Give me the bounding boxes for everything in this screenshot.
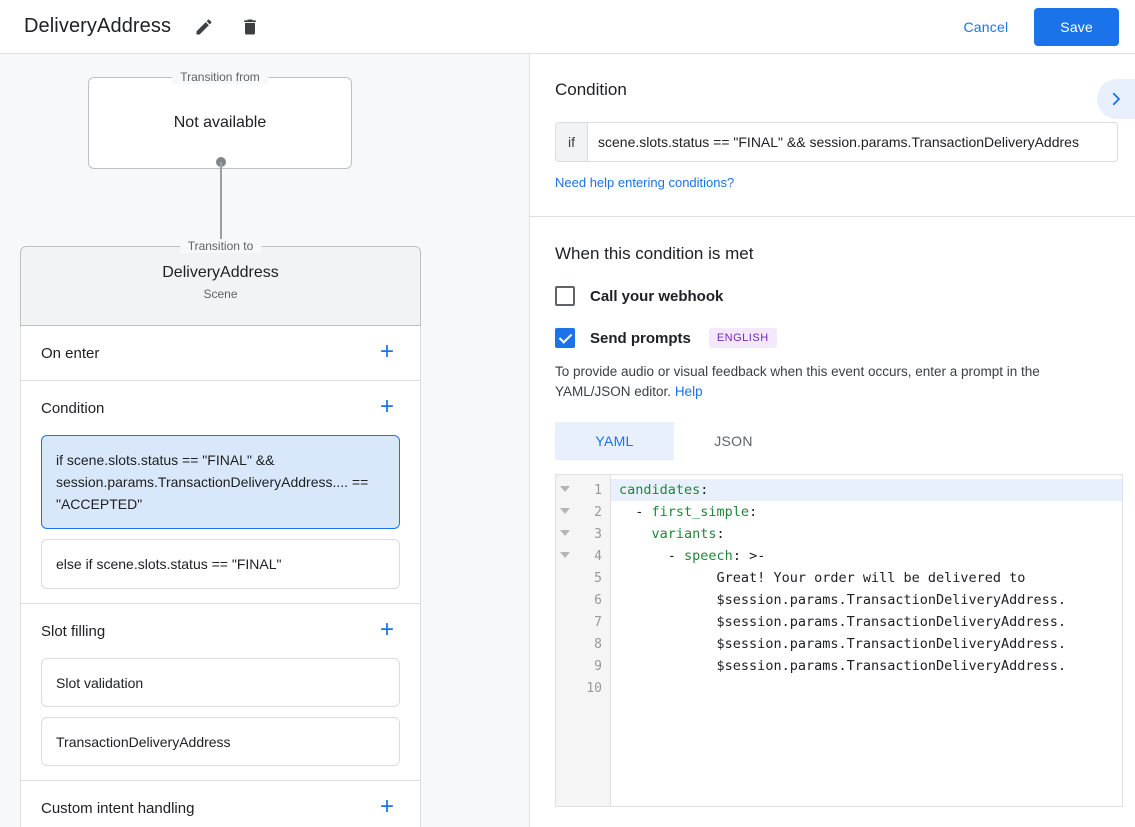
editor-code-line: candidates: [611,479,1122,501]
section-slot-filling: Slot filling + Slot validation Transacti… [21,604,420,781]
section-header-condition: Condition + [41,381,400,435]
page-title: DeliveryAddress [24,15,172,37]
section-header-slot-filling: Slot filling + [41,604,400,658]
section-title-on-enter: On enter [41,344,100,362]
editor-line-number: 10 [586,680,602,696]
scene-sections: On enter + Condition + if scene.slots.st… [20,326,421,827]
condition-help-link[interactable]: Need help entering conditions? [555,175,735,190]
editor-code-area[interactable]: candidates: - first_simple: variants: - … [611,475,1122,806]
editor-code-line: $session.params.TransactionDeliveryAddre… [716,658,1067,674]
editor-code-line [611,677,1122,699]
call-webhook-label: Call your webhook [590,287,724,305]
editor-line-number: 4 [556,545,610,567]
transition-from-value: Not available [173,114,267,131]
condition-section: Condition if Need help entering conditio… [530,54,1135,217]
transition-from-box: Transition from Not available [88,70,352,169]
send-prompts-label: Send prompts [590,329,691,347]
fold-arrow-icon[interactable] [560,530,570,536]
when-met-heading: When this condition is met [555,244,754,263]
editor-line-number: 1 [556,479,610,501]
save-button[interactable]: Save [1034,7,1119,46]
call-webhook-checkbox[interactable] [555,286,575,306]
fold-arrow-icon[interactable] [560,508,570,514]
editor-line-number: 3 [556,523,610,545]
editor-line-number: 7 [594,614,602,630]
section-title-custom-intent-handling: Custom intent handling [41,799,195,817]
trash-icon[interactable] [233,10,267,44]
add-on-enter-button[interactable]: + [379,337,394,365]
section-title-slot-filling: Slot filling [41,622,106,640]
slot-card-slot-validation[interactable]: Slot validation [41,658,400,707]
editor-helper-text: To provide audio or visual feedback when… [555,362,1118,402]
send-prompts-row: Send prompts ENGLISH [555,328,1117,348]
language-badge: ENGLISH [708,328,777,348]
condition-detail-panel: Condition if Need help entering conditio… [530,54,1135,827]
fold-arrow-icon[interactable] [560,552,570,558]
section-on-enter: On enter + [21,326,420,381]
section-custom-intent-handling: Custom intent handling + [21,781,420,827]
section-header-on-enter: On enter + [41,326,400,380]
section-header-custom-intent-handling: Custom intent handling + [41,781,400,827]
add-custom-intent-handling-button[interactable]: + [379,792,394,820]
transition-to-scene-name: DeliveryAddress [162,264,279,281]
when-condition-met-section: When this condition is met Call your web… [530,217,1135,807]
editor-line-number: 2 [556,501,610,523]
transition-to-scene-type: Scene [203,287,238,301]
cancel-button[interactable]: Cancel [950,10,1023,44]
editor-line-number: 9 [594,658,602,674]
section-title-condition: Condition [41,399,105,417]
tab-json[interactable]: JSON [714,433,753,449]
editor-code-line: $session.params.TransactionDeliveryAddre… [716,636,1067,652]
add-condition-button[interactable]: + [379,392,394,420]
tab-yaml[interactable]: YAML [555,422,674,460]
editor-format-tabs: YAML JSON [555,422,1118,460]
chevron-right-icon[interactable] [1097,79,1135,119]
content-area: Transition from Not available Transition… [0,54,1135,827]
condition-input-row: if [555,122,1118,162]
section-condition: Condition + if scene.slots.status == "FI… [21,381,420,604]
editor-line-number: 6 [594,592,602,608]
add-slot-filling-button[interactable]: + [379,615,394,643]
send-prompts-checkbox[interactable] [555,328,575,348]
editor-line-number: 5 [594,570,602,586]
editor-code-line: $session.params.TransactionDeliveryAddre… [716,592,1067,608]
fold-arrow-icon[interactable] [560,486,570,492]
transition-from-legend: Transition from [172,70,268,84]
transition-to-box: Transition to DeliveryAddress Scene [20,239,421,326]
editor-helper-sentence: To provide audio or visual feedback when… [555,364,1040,399]
webhook-row: Call your webhook [555,286,1117,306]
slot-filling-list: Slot validation TransactionDeliveryAddre… [41,658,400,780]
condition-card-else-if[interactable]: else if scene.slots.status == "FINAL" [41,539,400,589]
editor-code-line: variants: [651,526,725,542]
editor-code-line: - speech: >- [667,548,766,564]
condition-card-selected[interactable]: if scene.slots.status == "FINAL" && sess… [41,435,400,529]
if-label: if [556,123,588,161]
editor-code-line: - first_simple: [635,504,758,520]
editor-code-line: Great! Your order will be delivered to [716,570,1026,586]
condition-heading: Condition [555,80,627,99]
condition-list: if scene.slots.status == "FINAL" && sess… [41,435,400,603]
condition-input[interactable] [588,123,1117,161]
connector-line [220,162,222,262]
editor-code-line: $session.params.TransactionDeliveryAddre… [716,614,1067,630]
editor-line-number: 8 [594,636,602,652]
top-app-bar: DeliveryAddress Cancel Save [0,0,1135,54]
scene-graph-panel: Transition from Not available Transition… [0,54,530,827]
transition-to-legend: Transition to [179,239,262,253]
editor-help-link[interactable]: Help [674,384,703,399]
pencil-icon[interactable] [187,10,221,44]
slot-card-transaction-delivery-address[interactable]: TransactionDeliveryAddress [41,717,400,766]
